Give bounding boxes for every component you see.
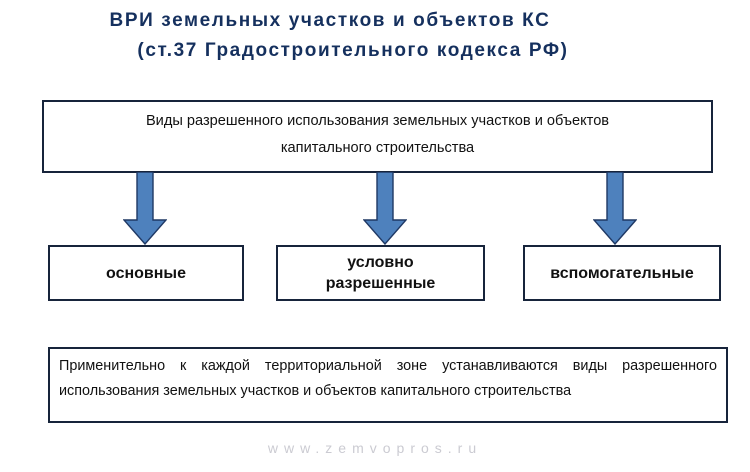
- arrow-down-icon-to-auxiliary: [592, 171, 638, 246]
- page-title: ВРИ земельных участков и объектов КС (ст…: [0, 6, 660, 66]
- page-title-line-2: (ст.37 Градостроительного кодекса РФ): [137, 40, 569, 61]
- arrow-down-icon-to-conditional: [362, 171, 408, 246]
- category-box-auxiliary: вспомогательные: [523, 245, 721, 301]
- site-watermark: www.zemvopros.ru: [267, 440, 483, 456]
- root-concept-box: Виды разрешенного использования земельны…: [42, 100, 713, 173]
- root-concept-label: Виды разрешенного использования земельны…: [145, 113, 610, 156]
- note-box: Применительно к каждой территориальной з…: [48, 347, 728, 423]
- category-label-basic: основные: [106, 264, 186, 282]
- category-box-basic: основные: [48, 245, 244, 301]
- category-box-conditional: условно разрешенные: [276, 245, 485, 301]
- page-title-line-1: ВРИ земельных участков и объектов КС: [109, 10, 551, 31]
- category-label-conditional: условно разрешенные: [325, 254, 436, 292]
- arrow-down-icon-to-basic: [122, 171, 168, 246]
- note-box-label: Применительно к каждой территориальной з…: [59, 358, 717, 399]
- category-label-auxiliary: вспомогательные: [550, 264, 694, 282]
